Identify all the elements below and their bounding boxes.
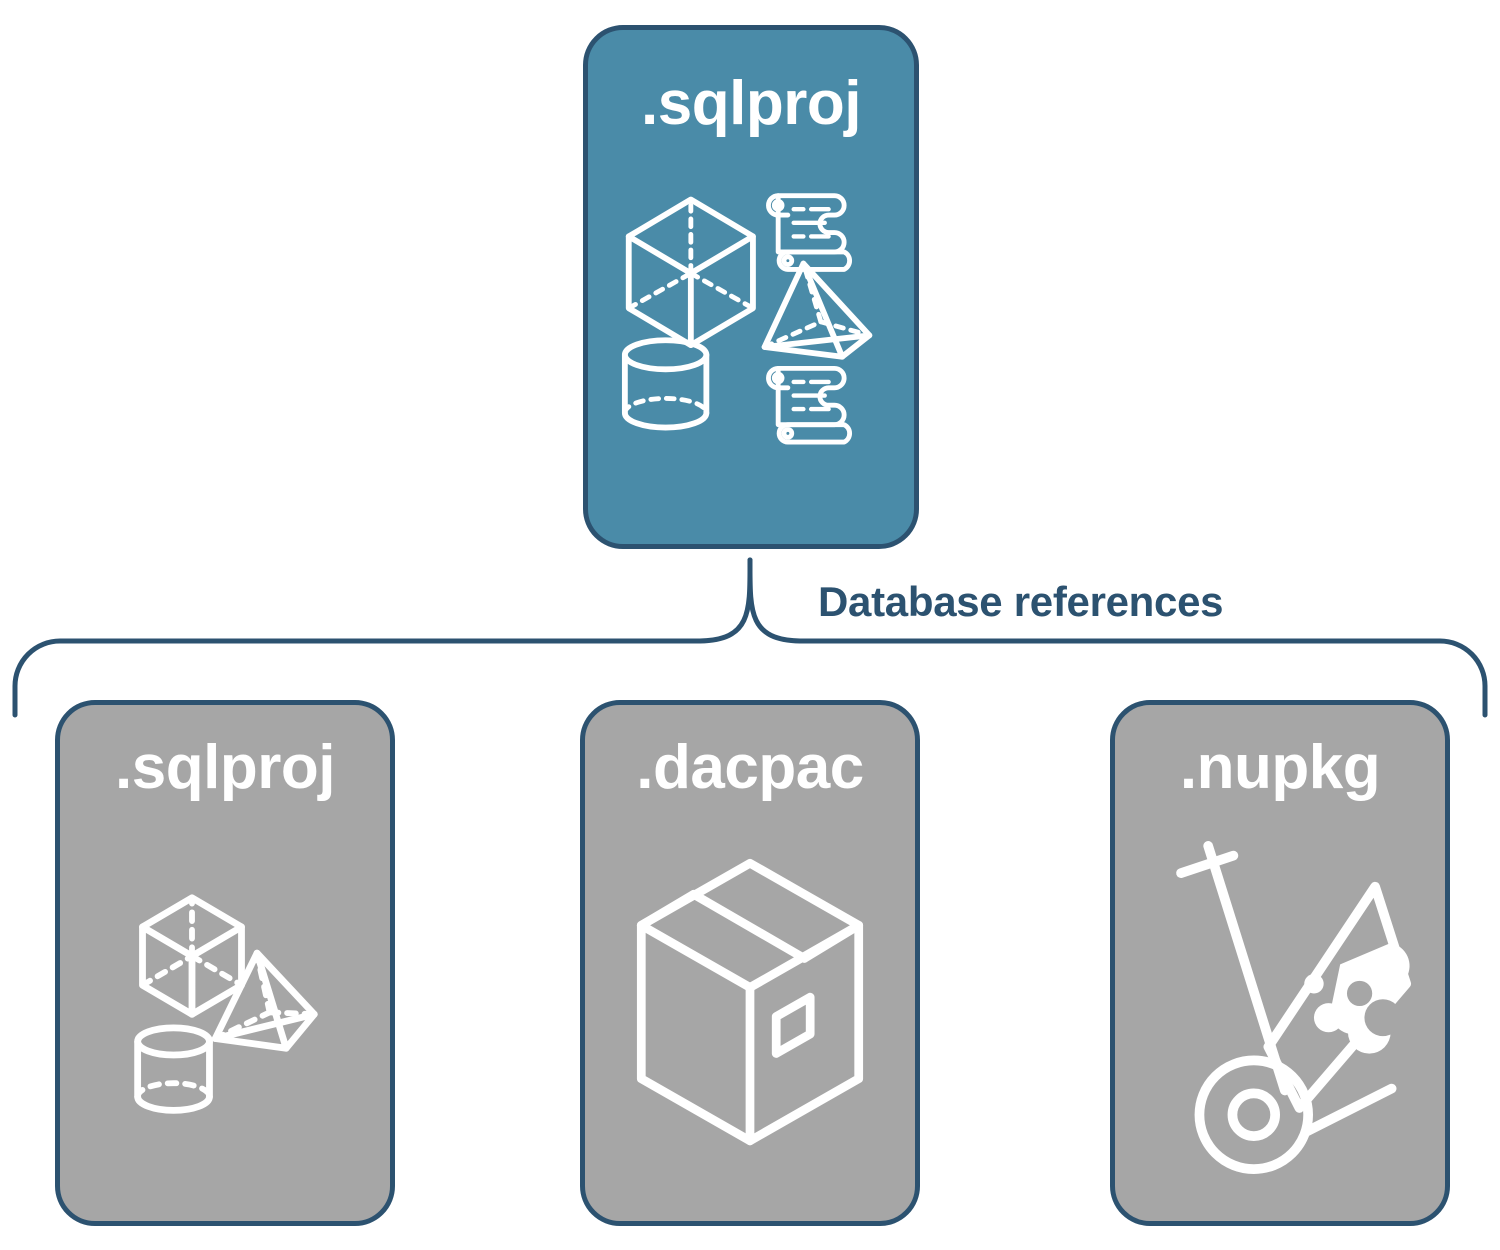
- root-node-icon-group: [621, 193, 873, 445]
- hand-truck-icon: [1176, 841, 1397, 1174]
- nuget-package-icon: [1263, 881, 1412, 1113]
- cylinder-icon: [621, 337, 710, 431]
- reference-node-nupkg-card[interactable]: .nupkg: [1110, 700, 1450, 1226]
- cube-icon: [139, 894, 245, 1018]
- reference-node-sqlproj-card[interactable]: .sqlproj: [55, 700, 395, 1226]
- pyramid-icon: [211, 949, 318, 1052]
- cylinder-icon: [134, 1024, 213, 1114]
- reference-node-dacpac-icon-group: [636, 858, 864, 1146]
- root-node-sqlproj-card[interactable]: .sqlproj: [583, 25, 919, 549]
- nuget-package-icon-holes: [1346, 980, 1402, 1037]
- scroll-icon: [766, 365, 852, 445]
- pyramid-icon: [761, 260, 873, 360]
- reference-node-dacpac-title: .dacpac: [636, 733, 864, 802]
- reference-node-nupkg-title: .nupkg: [1179, 733, 1381, 802]
- reference-node-sqlproj-icon-group: [134, 894, 318, 1114]
- cube-icon: [625, 196, 756, 348]
- bracket-stem-left: [697, 557, 753, 644]
- shipping-box-icon: [636, 858, 864, 1146]
- reference-node-sqlproj-title: .sqlproj: [115, 733, 335, 802]
- root-node-title: .sqlproj: [641, 69, 861, 138]
- scroll-icon: [766, 193, 852, 272]
- bracket-stem-right: [747, 557, 803, 644]
- reference-node-dacpac-card[interactable]: .dacpac: [580, 700, 920, 1226]
- reference-node-nupkg-icon-group: [1176, 841, 1412, 1174]
- database-references-label: Database references: [818, 578, 1224, 625]
